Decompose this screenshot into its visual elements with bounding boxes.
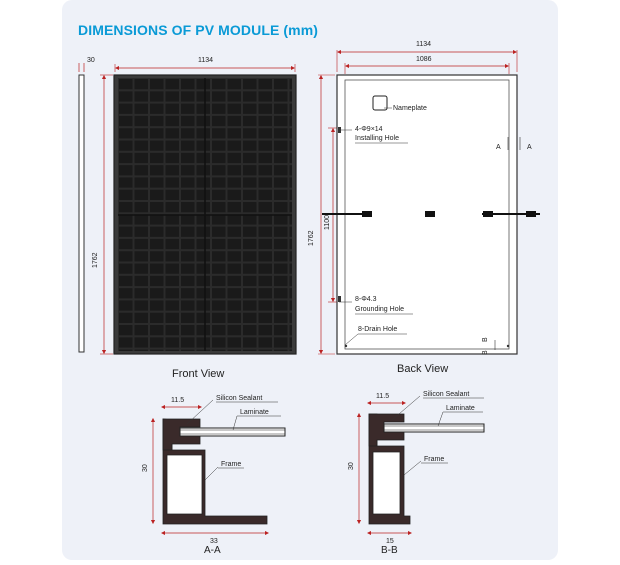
dim-back-width-outer: 1134 [416,41,431,48]
section-b-upper: B [482,337,489,342]
dim-front-width: 1134 [198,57,213,64]
dim-back-height-inner: 1100 [324,215,331,230]
installing-hole-label: Installing Hole [355,135,399,142]
back-view: 1134 1086 1762 1100 Nameplate 4-Φ9×14 In… [308,41,540,375]
section-bb: 11.5 30 15 Silicon Sealant Laminate Fram… [348,391,485,556]
grounding-hole-label: Grounding Hole [355,306,404,313]
section-a-left: A [496,144,501,151]
bb-laminate: Laminate [446,405,475,412]
aa-dim-top: 11.5 [171,397,184,404]
bb-dim-bottom: 15 [386,538,394,545]
aa-frame: Frame [221,461,241,468]
back-view-caption: Back View [397,363,448,375]
aa-dim-bottom: 33 [210,538,218,545]
aa-laminate: Laminate [240,409,269,416]
section-b-lower: B [482,350,489,355]
bb-silicon-sealant: Silicon Sealant [423,391,469,398]
installing-hole-spec: 4-Φ9×14 [355,126,383,133]
diagram-title: DIMENSIONS OF PV MODULE (mm) [78,22,319,38]
dim-back-width-inner: 1086 [416,56,432,63]
nameplate-label: Nameplate [393,105,427,112]
bb-dim-height: 30 [348,462,355,470]
side-view: 30 [78,57,95,353]
aa-caption: A-A [204,545,221,556]
aa-silicon-sealant: Silicon Sealant [216,395,262,402]
front-view: 1134 1762 Front View [92,57,297,380]
bb-dim-top: 11.5 [376,393,389,400]
dim-back-height-outer: 1762 [308,230,315,246]
section-aa: 11.5 30 33 Silicon Sealant Laminate Fram… [142,395,286,556]
drain-hole-label: 8-Drain Hole [358,326,397,333]
grounding-hole-spec: 8-Φ4.3 [355,296,377,303]
bb-caption: B-B [381,545,398,556]
nameplate-box [372,95,388,111]
section-a-right: A [527,144,532,151]
aa-dim-height: 30 [142,464,149,472]
dim-front-height: 1762 [92,252,99,268]
front-view-caption: Front View [172,368,224,380]
bb-frame: Frame [424,456,444,463]
dim-thickness: 30 [87,57,95,64]
